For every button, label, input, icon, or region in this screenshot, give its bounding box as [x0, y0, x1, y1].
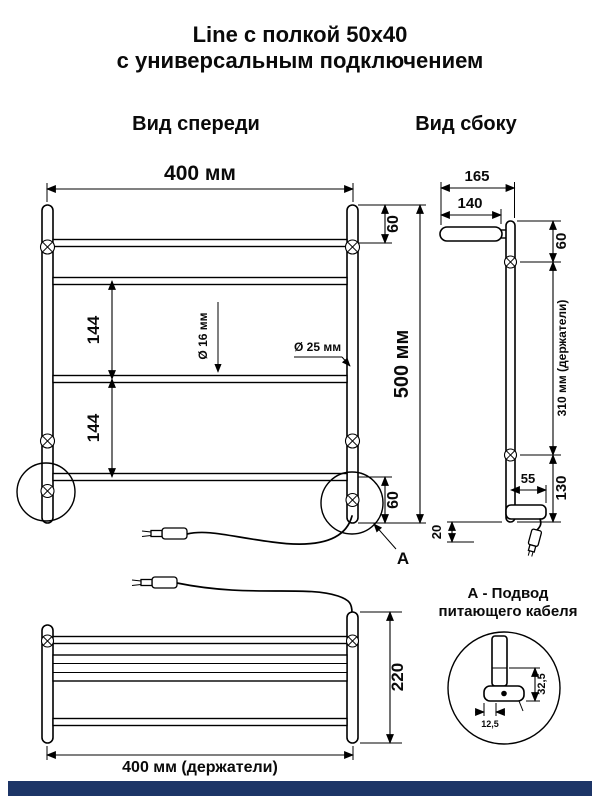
shelf-height-value: 220	[388, 663, 407, 691]
cable-entry-dot	[501, 690, 507, 697]
front-width-dimension: 400 мм	[46, 162, 354, 202]
side-depth-dimensions: 165 140	[440, 168, 516, 225]
shelf-band	[52, 654, 348, 682]
power-plug-icon	[141, 527, 188, 540]
detail-vertical-dimension: 32,5	[509, 667, 548, 702]
post-diameter-value: Ø 25 мм	[294, 340, 341, 354]
title-line-2: с универсальным подключением	[117, 48, 484, 73]
holders-width-dimension: 400 мм (держатели)	[46, 746, 354, 776]
front-gap2-value: 144	[84, 413, 103, 442]
tube-bar	[52, 472, 348, 482]
front-right-dimensions: 60 500 мм 60	[358, 204, 426, 524]
tube-bar	[52, 238, 348, 248]
detail-vertical-value: 32,5	[536, 673, 548, 694]
front-view-drawing: 400 мм 60 500	[16, 162, 426, 568]
shelf-right-post	[346, 611, 359, 744]
title-line-1: Line с полкой 50x40	[193, 22, 408, 47]
front-width-value: 400 мм	[164, 162, 236, 185]
power-plug-icon	[131, 576, 178, 589]
side-post-profile	[505, 220, 516, 523]
shelf-tube-bar	[52, 635, 348, 645]
side-view-label: Вид сбоку	[415, 113, 517, 135]
side-right-dimensions: 60 310 мм (держатели) 130	[517, 220, 570, 523]
shelf-tube-bar	[52, 717, 348, 727]
detail-horizontal-value: 12,5	[481, 719, 499, 729]
side-connection-unit	[505, 504, 547, 520]
side-view-drawing: 165 140 60 310 мм (держатели) 130	[429, 168, 570, 557]
front-gap-dimensions: 144 144	[84, 280, 116, 478]
shelf-left-post	[41, 624, 54, 744]
tube-diameter-label: Ø 16 мм	[196, 302, 222, 373]
holders-width-value: 400 мм (держатели)	[122, 759, 278, 776]
cable-point-leader: А	[373, 523, 409, 568]
shelf-view-drawing: 220 400 мм (держатели)	[40, 576, 407, 776]
screw-icon	[40, 634, 360, 648]
side-bracket-offset-dimension: 55	[510, 471, 547, 503]
side-bracket-offset-value: 55	[521, 471, 535, 486]
side-shelf-profile	[439, 226, 503, 242]
side-shelf-depth-value: 140	[457, 195, 482, 212]
cable-note-line-1: А - Подвод	[468, 585, 549, 602]
front-gap1-value: 144	[84, 315, 103, 344]
power-plug-icon	[527, 518, 543, 557]
detail-circle	[447, 631, 561, 745]
power-cable-lower	[131, 576, 353, 614]
front-offset-top-value: 60	[385, 215, 402, 233]
tube-bar	[52, 374, 348, 384]
shelf-height-dimension: 220	[360, 611, 407, 744]
front-view-label: Вид спереди	[132, 113, 260, 135]
tube-diameter-value: Ø 16 мм	[196, 312, 210, 359]
side-bottom-clearance-dimension: 20	[429, 521, 502, 543]
cable-point-label: А	[397, 549, 409, 568]
front-height-value: 500 мм	[391, 330, 413, 399]
screw-icon	[503, 255, 518, 462]
detail-post	[491, 635, 508, 687]
side-bottom-clearance-value: 20	[429, 525, 444, 539]
front-offset-bottom-value: 60	[385, 491, 402, 509]
post-diameter-label: Ø 25 мм	[294, 340, 351, 367]
power-cable-upper	[141, 515, 353, 545]
side-depth-total-value: 165	[464, 168, 489, 185]
screw-icon	[39, 239, 361, 508]
side-offset-top-value: 60	[553, 233, 570, 250]
detail-callout-circle-left	[16, 462, 76, 522]
side-holders-span-value: 310 мм (держатели)	[555, 300, 569, 417]
tube-bar	[52, 276, 348, 286]
detail-horizontal-dimension: 12,5	[475, 703, 505, 729]
side-bottom-section-value: 130	[553, 475, 570, 500]
detail-view: 32,5 12,5	[447, 631, 561, 745]
footer-stripe	[8, 781, 592, 796]
cable-note-line-2: питающего кабеля	[439, 603, 578, 620]
